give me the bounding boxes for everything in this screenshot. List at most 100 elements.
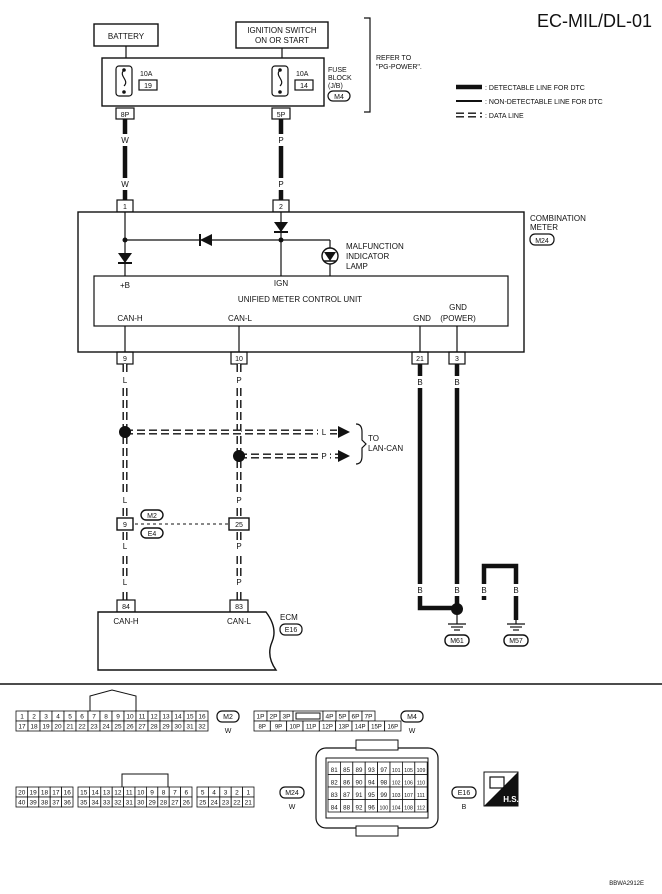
m4-pin-12P: 12P (322, 725, 333, 731)
to-lan-label-2: LAN-CAN (368, 444, 403, 453)
m24-pin-11: 11 (126, 790, 133, 797)
m4-pin-6P: 6P (352, 714, 360, 721)
e16-pin-98: 98 (380, 780, 387, 787)
m24-pin-7: 7 (173, 790, 177, 797)
m2-pin-10: 10 (126, 714, 134, 721)
m24-pin-39: 39 (29, 800, 37, 807)
m24-pin-21: 21 (245, 800, 253, 807)
mil-label-2: INDICATOR (346, 252, 389, 261)
m2-pin-31: 31 (186, 724, 194, 731)
m24-pin-2: 2 (235, 790, 239, 797)
joint-pin-25: 25 (235, 522, 243, 529)
fuse-block-label-3: (J/B) (328, 83, 343, 90)
m2-pin-30: 30 (174, 724, 182, 731)
m24-pin-5: 5 (201, 790, 205, 797)
m4-pin-8P: 8P (258, 725, 265, 731)
e16-pin-102: 102 (392, 781, 401, 787)
m4-pin-16P: 16P (387, 725, 398, 731)
fuse-19: 10A 19 (115, 65, 158, 97)
m2-pin-20: 20 (54, 724, 62, 731)
wire-l-label-1: L (123, 376, 128, 385)
wire-b-label-4: B (454, 586, 459, 595)
e16-pin-82: 82 (331, 780, 338, 787)
hs-badge: H.S. (483, 771, 519, 807)
m2-pin-5: 5 (68, 714, 72, 721)
wire-l-label-2: L (123, 496, 128, 505)
m2-pin-12: 12 (150, 714, 158, 721)
m2-pin-17: 17 (18, 724, 26, 731)
m24-pin-30: 30 (137, 800, 145, 807)
refer-label-1: REFER TO (376, 55, 412, 62)
m4-pin-15P: 15P (371, 725, 382, 731)
e16-pin-100: 100 (379, 806, 388, 812)
lan-l-label: L (322, 428, 327, 437)
combination-meter (77, 211, 525, 353)
connector-m4-id: M4 (407, 714, 417, 721)
m4-pin-9P: 9P (275, 725, 282, 731)
m24-pin-6: 6 (184, 790, 188, 797)
fuse-block (101, 57, 325, 107)
ecm-conn: E16 (285, 627, 298, 634)
wire-l-label-3: L (123, 542, 128, 551)
meter-gnd-power-2: (POWER) (440, 314, 476, 323)
wire-p-label-2: P (278, 180, 283, 189)
m2-pin-2: 2 (32, 714, 36, 721)
m24-pin-3: 3 (224, 790, 228, 797)
e16-pin-96: 96 (368, 805, 375, 812)
battery-label: BATTERY (108, 32, 145, 41)
m24-pin-34: 34 (91, 800, 99, 807)
m2-pin-7: 7 (92, 714, 96, 721)
ignition-switch-box (235, 21, 329, 49)
e16-pin-105: 105 (404, 768, 413, 774)
m4-pin-1P: 1P (257, 714, 265, 721)
ecm-box (97, 611, 278, 671)
joint-conn-e4: E4 (148, 531, 157, 538)
meter-pin-10: 10 (235, 356, 243, 363)
m2-pin-21: 21 (66, 724, 74, 731)
wire-l-label-4: L (123, 578, 128, 587)
m2-pin-26: 26 (126, 724, 134, 731)
m24-pin-24: 24 (210, 800, 218, 807)
m24-pin-32: 32 (114, 800, 122, 807)
meter-pin-2: 2 (279, 204, 283, 211)
wire-b-label-6: B (513, 586, 518, 595)
m24-pin-18: 18 (41, 790, 49, 797)
m24-pin-20: 20 (18, 790, 26, 797)
m24-pin-19: 19 (29, 790, 37, 797)
m2-pin-1: 1 (20, 714, 24, 721)
m4-pin-11P: 11P (306, 725, 316, 731)
fuse-block-label-1: FUSE (328, 67, 347, 74)
fuse-19-amp: 10A (140, 71, 153, 78)
m2-pin-28: 28 (150, 724, 158, 731)
m24-pin-10: 10 (137, 790, 145, 797)
unit-label: UNIFIED METER CONTROL UNIT (238, 295, 362, 304)
legend-data-line: : DATA LINE (485, 113, 524, 120)
m2-pin-14: 14 (174, 714, 182, 721)
mil-label-3: LAMP (346, 262, 368, 271)
connector-e16-id: E16 (458, 790, 471, 797)
m2-pin-29: 29 (162, 724, 170, 731)
ignition-label-2: ON OR START (255, 36, 309, 45)
ecm-title: ECM (280, 613, 298, 622)
figure-id: BBWA2912E (609, 881, 644, 887)
e16-pin-84: 84 (331, 805, 338, 812)
diagram-code: EC-MIL/DL-01 (537, 11, 652, 31)
m24-pin-25: 25 (199, 800, 207, 807)
joint-pin-9: 9 (123, 522, 127, 529)
m2-pin-16: 16 (198, 714, 206, 721)
e16-pin-107: 107 (404, 793, 413, 799)
wire-p-label-1: P (278, 136, 283, 145)
m24-pin-38: 38 (41, 800, 49, 807)
m4-pin-5P: 5P (339, 714, 347, 721)
m24-pin-36: 36 (64, 800, 72, 807)
m24-pin-1: 1 (246, 790, 250, 797)
m2-pin-3: 3 (44, 714, 48, 721)
meter-gnd: GND (413, 314, 431, 323)
m2-pin-9: 9 (116, 714, 120, 721)
wire-b-label-5: B (481, 586, 486, 595)
meter-pin-1: 1 (123, 204, 127, 211)
diode-icon (200, 234, 212, 246)
m24-pin-23: 23 (222, 800, 230, 807)
fuse-19-num: 19 (144, 83, 152, 90)
